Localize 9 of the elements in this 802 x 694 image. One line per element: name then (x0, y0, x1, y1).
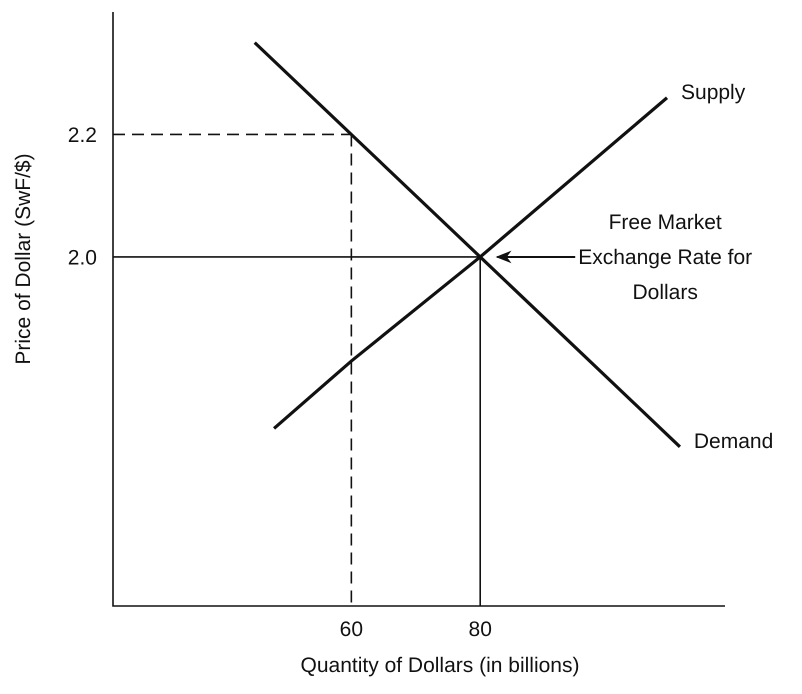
tick-label: 60 (340, 618, 364, 641)
series-label: Demand (694, 430, 774, 454)
annotation-label: Free Market Exchange Rate for Dollars (577, 210, 754, 306)
axis-title: Quantity of Dollars (in billions) (300, 654, 580, 677)
tick-label: 2.0 (68, 246, 97, 270)
tick-label: 80 (468, 618, 492, 641)
series-label: Supply (681, 81, 746, 104)
axis-title: Price of Dollar (SwF/$) (12, 153, 35, 365)
tick-label: 2.2 (68, 124, 97, 147)
